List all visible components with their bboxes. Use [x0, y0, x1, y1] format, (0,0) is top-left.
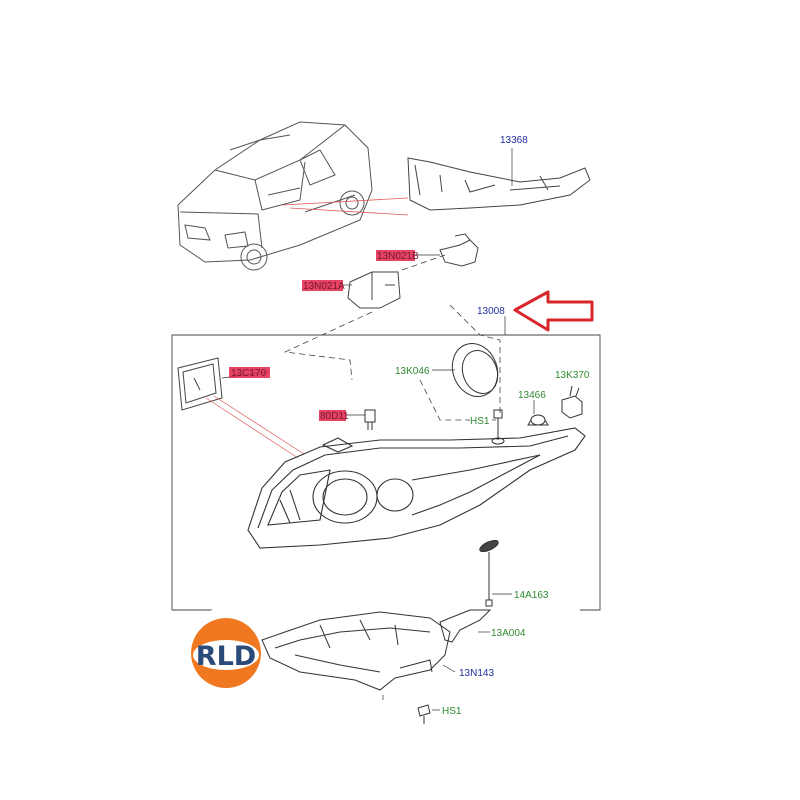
socket-drawing — [561, 385, 583, 419]
label-13c170: 13C170 — [231, 368, 266, 379]
label-80d11: 80D11 — [320, 411, 349, 422]
assembly-guides — [283, 254, 501, 421]
label-13n143: 13N143 — [459, 668, 494, 679]
label-13466: 13466 — [518, 390, 546, 401]
vehicle-illustration — [177, 121, 373, 271]
label-13k046: 13K046 — [395, 366, 430, 377]
bracket-drawing — [439, 609, 492, 643]
bulb-13n021a-drawing — [347, 271, 401, 309]
screw-bottom-drawing — [417, 704, 431, 724]
label-highlights — [229, 250, 415, 421]
label-13k370: 13K370 — [555, 370, 590, 381]
label-hs1-bottom: HS1 — [442, 706, 462, 717]
label-13008: 13008 — [477, 306, 505, 317]
lens-drawing — [479, 539, 499, 607]
clip-drawing — [364, 409, 376, 430]
assembly-frame — [171, 334, 601, 611]
screw-top-drawing — [491, 409, 505, 445]
control-module-pointer — [205, 395, 305, 459]
small-bulb-drawing — [527, 414, 549, 426]
headlamp-drawing — [247, 427, 586, 549]
label-13368: 13368 — [500, 135, 528, 146]
label-13a004: 13A004 — [491, 628, 526, 639]
red-pointer-arrow — [513, 290, 594, 332]
vehicle-pointer-lines — [282, 197, 409, 216]
label-hs1-top: HS1 — [470, 416, 490, 427]
cover-cap-drawing — [451, 343, 499, 397]
rld-logo: RLD — [191, 607, 261, 688]
label-13n021a: 13N021A — [303, 281, 345, 292]
control-module-drawing — [177, 357, 223, 411]
logo-text: RLD — [196, 641, 256, 672]
bulb-13n021b-drawing — [439, 233, 479, 267]
under-shield-drawing — [261, 611, 451, 691]
trim-strip-part — [407, 157, 591, 211]
label-13n021b: 13N021B — [377, 251, 419, 262]
label-14a163: 14A163 — [514, 590, 549, 601]
